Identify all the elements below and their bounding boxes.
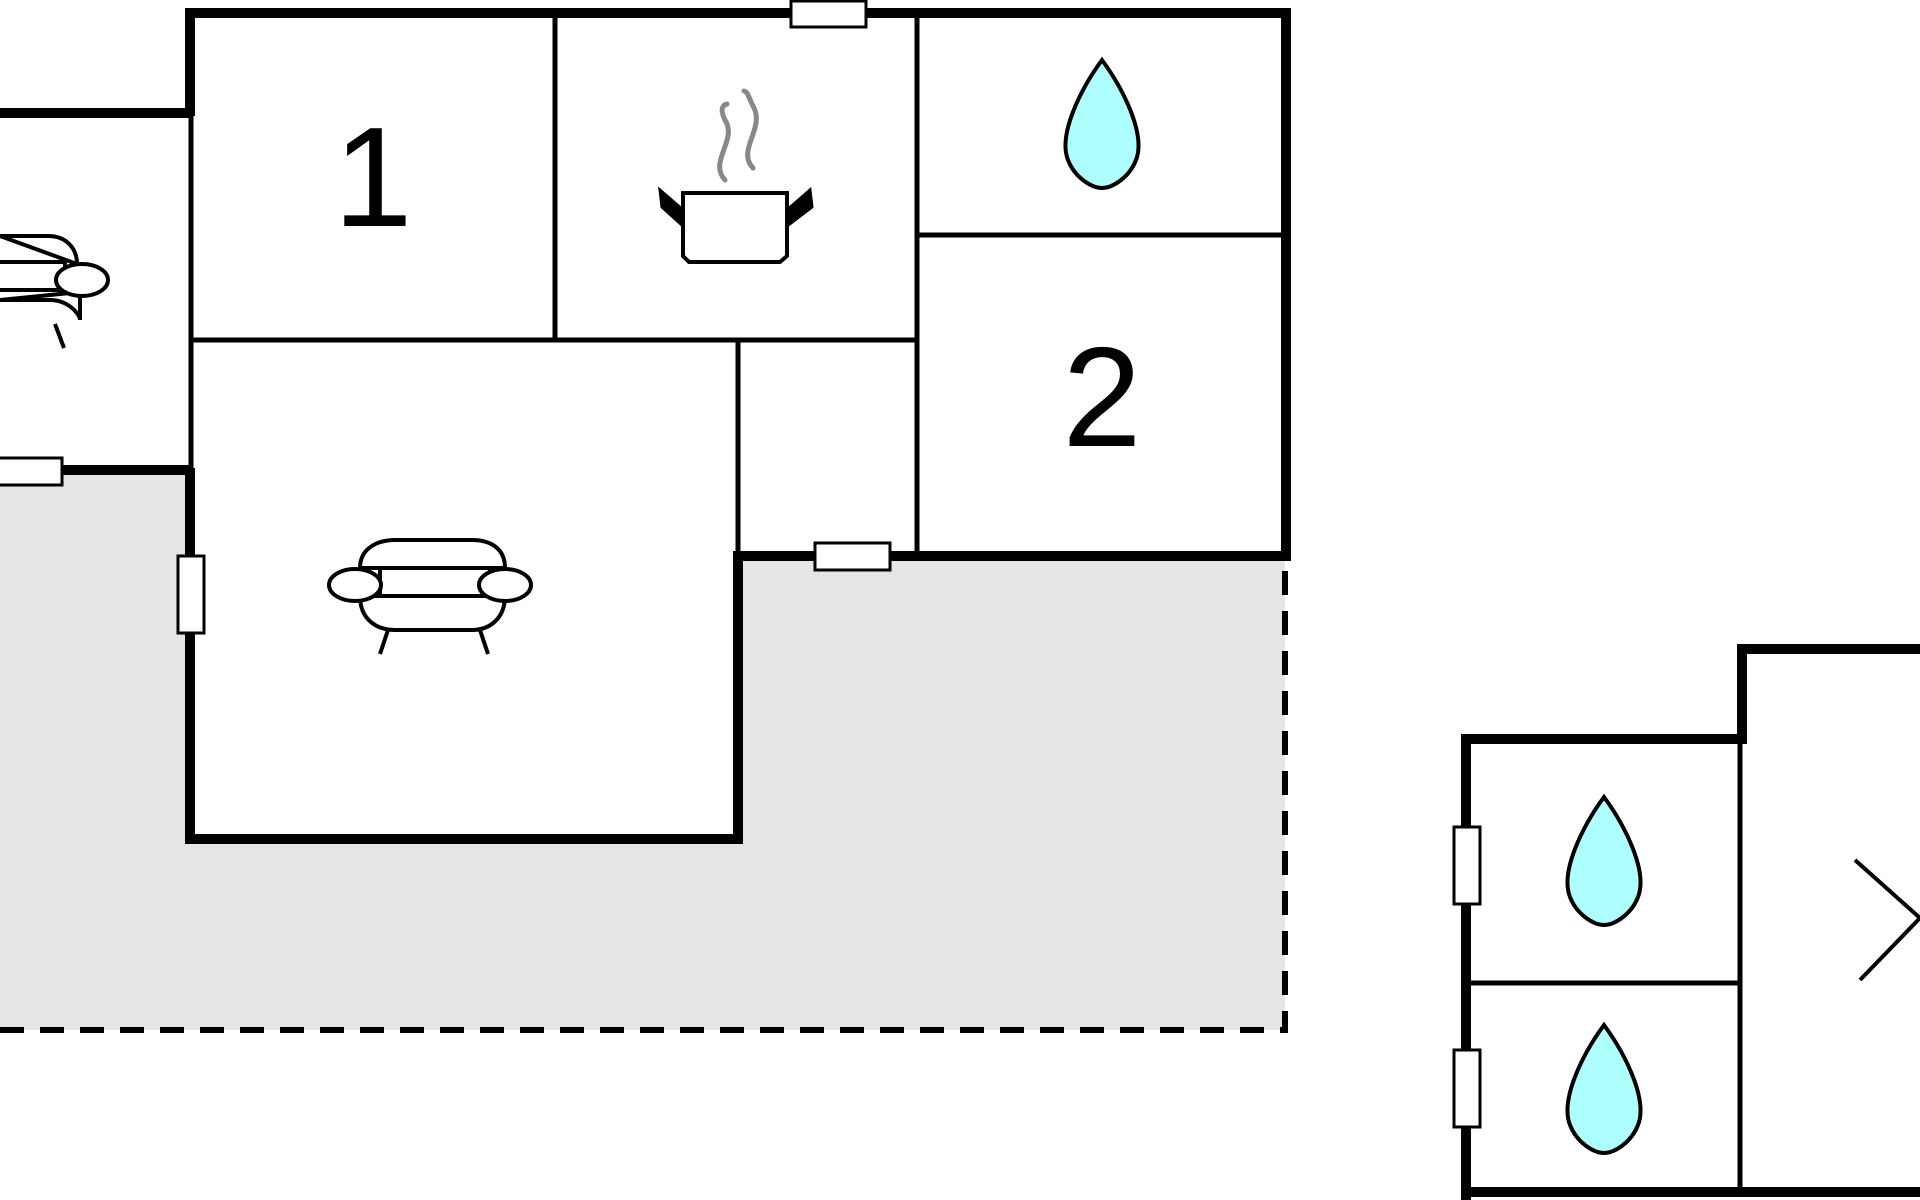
water-drop-icon — [1063, 56, 1141, 191]
window — [1452, 825, 1482, 906]
water-drop-icon — [1565, 1021, 1643, 1156]
exterior-walls — [0, 8, 1291, 844]
windows — [0, 0, 1482, 1129]
sofa-icon — [327, 538, 533, 655]
room-number-2: 2 — [1063, 318, 1142, 477]
window — [0, 456, 64, 487]
window — [813, 541, 892, 572]
annex-building — [1461, 644, 1920, 1200]
room-number-1: 1 — [334, 98, 413, 257]
sofa-icon — [0, 234, 110, 349]
terrace — [0, 470, 1288, 1033]
window — [789, 0, 868, 29]
cooking-pot-icon — [658, 88, 814, 264]
window — [1452, 1048, 1482, 1129]
water-drop-icon — [1565, 793, 1643, 928]
window — [176, 554, 206, 635]
interior-walls — [188, 14, 1286, 556]
